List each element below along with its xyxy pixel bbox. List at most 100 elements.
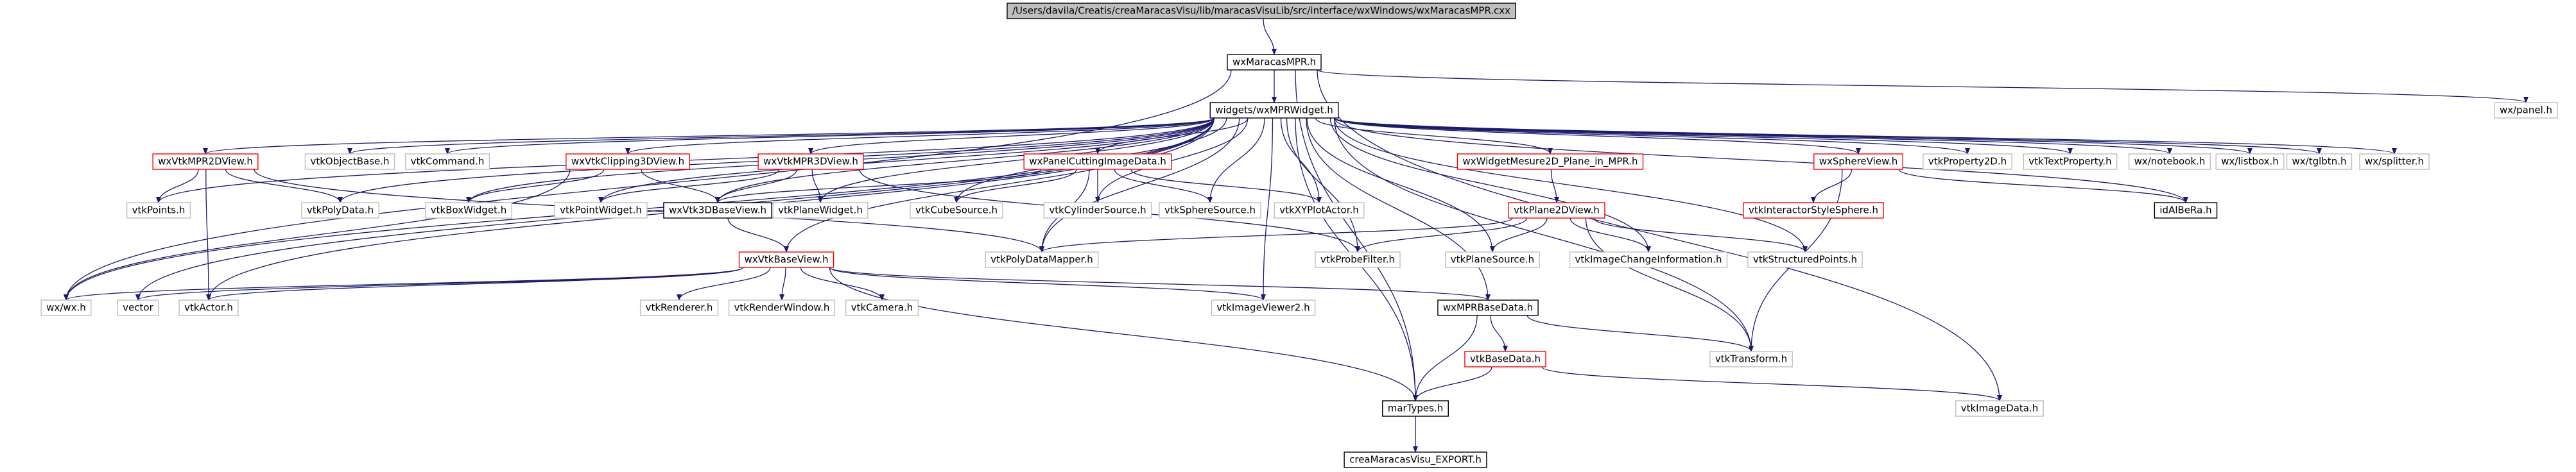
- node-vector[interactable]: vector: [117, 299, 159, 316]
- node-wxpanel[interactable]: wx/panel.h: [2494, 102, 2558, 119]
- node-creaExport[interactable]: creaMaracasVisu_EXPORT.h: [1344, 451, 1487, 468]
- node-wxVtk3DBaseView[interactable]: wxVtk3DBaseView.h: [663, 202, 772, 219]
- node-vtkImageChangeInformation[interactable]: vtkImageChangeInformation.h: [1569, 251, 1728, 268]
- node-box: [738, 251, 834, 268]
- node-box: [2494, 102, 2558, 119]
- node-vtkProbeFilter[interactable]: vtkProbeFilter.h: [1315, 251, 1401, 268]
- node-label: wxVtkMPR3DView.h: [763, 156, 858, 167]
- edge-wxVtkBaseView-to-vtkActor: [206, 267, 744, 301]
- node-box: [757, 153, 864, 170]
- node-vtkCubeSource[interactable]: vtkCubeSource.h: [910, 202, 1003, 219]
- node-root[interactable]: /Users/davila/Creatis/creaMaracasVisu/li…: [1007, 3, 1516, 19]
- edge-wxMPRWidget-to-wxVtkClipping3DView: [625, 117, 1215, 155]
- edge-wxMPRWidget-to-vtkSphereSource: [1207, 117, 1265, 203]
- node-wxlistbox[interactable]: wx/listbox.h: [2215, 153, 2285, 170]
- edge-wxSphereView-to-vtkInteractorStyleSphere: [1811, 169, 1853, 203]
- node-vtkRenderWindow[interactable]: vtkRenderWindow.h: [728, 299, 836, 316]
- node-vtkProperty2D[interactable]: vtkProperty2D.h: [1923, 153, 2012, 170]
- node-wxMPRBaseData[interactable]: wxMPRBaseData.h: [1437, 299, 1539, 316]
- node-wxtglbtn[interactable]: wx/tglbtn.h: [2286, 153, 2353, 170]
- node-marTypes[interactable]: marTypes.h: [1382, 400, 1449, 417]
- edge-vtkBaseData-to-marTypes: [1413, 366, 1492, 401]
- edge-root-to-wxMaracasMPR: [1263, 18, 1277, 55]
- edge-wxVtkMPR2DView-to-vtkPoints: [156, 169, 199, 203]
- node-vtkCamera[interactable]: vtkCamera.h: [845, 299, 919, 316]
- node-wxWidgetMesure2D[interactable]: wxWidgetMesure2D_Plane_in_MPR.h: [1457, 153, 1644, 170]
- node-vtkXYPlotActor[interactable]: vtkXYPlotActor.h: [1274, 202, 1365, 219]
- edge-wxSphereView-to-idAlBeRa: [1898, 169, 2188, 203]
- node-vtkTextProperty[interactable]: vtkTextProperty.h: [2023, 153, 2118, 170]
- node-wxVtkMPR3DView[interactable]: wxVtkMPR3DView.h: [757, 153, 864, 170]
- node-idAlBeRa[interactable]: idAlBeRa.h: [2154, 202, 2218, 219]
- node-vtkPolyDataMapper[interactable]: vtkPolyDataMapper.h: [985, 251, 1099, 268]
- node-wxVtkClipping3DView[interactable]: wxVtkClipping3DView.h: [566, 153, 690, 170]
- node-box: [2215, 153, 2285, 170]
- edge-wxMPRWidget-to-vtkTransform: [1334, 117, 1754, 352]
- node-label: creaMaracasVisu_EXPORT.h: [1349, 454, 1482, 466]
- node-vtkPoints[interactable]: vtkPoints.h: [126, 202, 191, 219]
- node-vtkSphereSource[interactable]: vtkSphereSource.h: [1159, 202, 1261, 219]
- node-wxVtkBaseView[interactable]: wxVtkBaseView.h: [738, 251, 834, 268]
- node-label: wx/notebook.h: [2134, 156, 2206, 167]
- edge-wxMaracasMPR-to-wxpanel: [1317, 69, 2528, 103]
- node-label: vtkCylinderSource.h: [1049, 205, 1146, 216]
- node-box: [1743, 202, 1884, 219]
- node-label: wxPanelCuttingImageData.h: [1029, 156, 1166, 167]
- node-vtkInteractorStyleSphere[interactable]: vtkInteractorStyleSphere.h: [1743, 202, 1884, 219]
- node-vtkPlaneWidget[interactable]: vtkPlaneWidget.h: [772, 202, 869, 219]
- node-vtkStructuredPoints[interactable]: vtkStructuredPoints.h: [1747, 251, 1863, 268]
- edges-layer: [64, 18, 2528, 453]
- node-wxVtkMPR2DView[interactable]: wxVtkMPR2DView.h: [152, 153, 259, 170]
- node-wxMPRWidget[interactable]: widgets/wxMPRWidget.h: [1209, 102, 1339, 119]
- node-vtkImageData[interactable]: vtkImageData.h: [1955, 400, 2044, 417]
- node-vtkActor[interactable]: vtkActor.h: [178, 299, 239, 316]
- node-wxSphereView[interactable]: wxSphereView.h: [1813, 153, 1903, 170]
- node-vtkPolyData[interactable]: vtkPolyData.h: [301, 202, 379, 219]
- node-vtkCylinderSource[interactable]: vtkCylinderSource.h: [1043, 202, 1152, 219]
- node-box: [1382, 400, 1449, 417]
- edge-vtkBaseData-to-vtkImageData: [1541, 366, 2002, 401]
- node-wxMaracasMPR[interactable]: wxMaracasMPR.h: [1227, 54, 1322, 71]
- node-vtkTransform[interactable]: vtkTransform.h: [1709, 351, 1793, 367]
- node-label: wx/tglbtn.h: [2292, 156, 2347, 167]
- edge-wxVtkBaseView-to-vtkCamera: [800, 267, 885, 301]
- node-wxPanelCuttingImageData[interactable]: wxPanelCuttingImageData.h: [1023, 153, 1172, 170]
- node-label: vtkBaseData.h: [1470, 353, 1541, 365]
- node-label: vtkInteractorStyleSphere.h: [1749, 205, 1878, 216]
- edge-wxMPRWidget-to-idAlBeRa: [1334, 117, 2188, 203]
- node-box: [1315, 251, 1401, 268]
- node-vtkBaseData[interactable]: vtkBaseData.h: [1464, 351, 1546, 367]
- node-box: [152, 153, 259, 170]
- edge-wxMPRWidget-to-vtkPlaneWidget: [818, 117, 1215, 203]
- node-vtkCommand[interactable]: vtkCommand.h: [404, 153, 490, 170]
- node-label: vtkCommand.h: [411, 156, 485, 167]
- node-box: [1274, 202, 1365, 219]
- node-vtkBoxWidget[interactable]: vtkBoxWidget.h: [425, 202, 512, 219]
- edge-wxVtkMPR2DView-to-vtkActor: [205, 169, 211, 301]
- node-vtkImageViewer2[interactable]: vtkImageViewer2.h: [1211, 299, 1316, 316]
- edge-wxVtkBaseView-to-vtkImageViewer2: [829, 267, 1266, 301]
- edge-wxMPRWidget-to-wxPanelCuttingImageData: [1095, 117, 1249, 155]
- nodes-layer: /Users/davila/Creatis/creaMaracasVisu/li…: [40, 3, 2558, 468]
- node-wxwx[interactable]: wx/wx.h: [40, 299, 92, 316]
- node-vtkPlaneSource[interactable]: vtkPlaneSource.h: [1445, 251, 1540, 268]
- edge-vtkPlane2DView-to-vtkTransform: [1585, 217, 1754, 352]
- node-vtkObjectBase[interactable]: vtkObjectBase.h: [304, 153, 395, 170]
- node-label: vtkCubeSource.h: [915, 205, 998, 216]
- node-vtkPointWidget[interactable]: vtkPointWidget.h: [554, 202, 648, 219]
- node-wxsplitter[interactable]: wx/splitter.h: [2359, 153, 2430, 170]
- node-vtkPlane2DView[interactable]: vtkPlane2DView.h: [1508, 202, 1605, 219]
- node-label: vtkRenderer.h: [646, 302, 713, 314]
- edge-wxVtkClipping3DView-to-vtkBoxWidget: [466, 169, 605, 203]
- node-label: vtkPlane2DView.h: [1514, 205, 1600, 216]
- edge-wxMPRWidget-to-wxWidgetMesure2D: [1315, 117, 1553, 155]
- edge-wxVtkBaseView-to-wxMPRBaseData: [829, 267, 1491, 301]
- node-vtkRenderer[interactable]: vtkRenderer.h: [639, 299, 719, 316]
- node-box: [1457, 153, 1644, 170]
- node-box: [1747, 251, 1863, 268]
- edge-wxMPRWidget-to-vtkPointWidget: [598, 117, 1215, 203]
- node-wxnotebook[interactable]: wx/notebook.h: [2128, 153, 2211, 170]
- node-label: vtkPlaneSource.h: [1451, 254, 1534, 266]
- node-label: vtkPoints.h: [132, 205, 186, 216]
